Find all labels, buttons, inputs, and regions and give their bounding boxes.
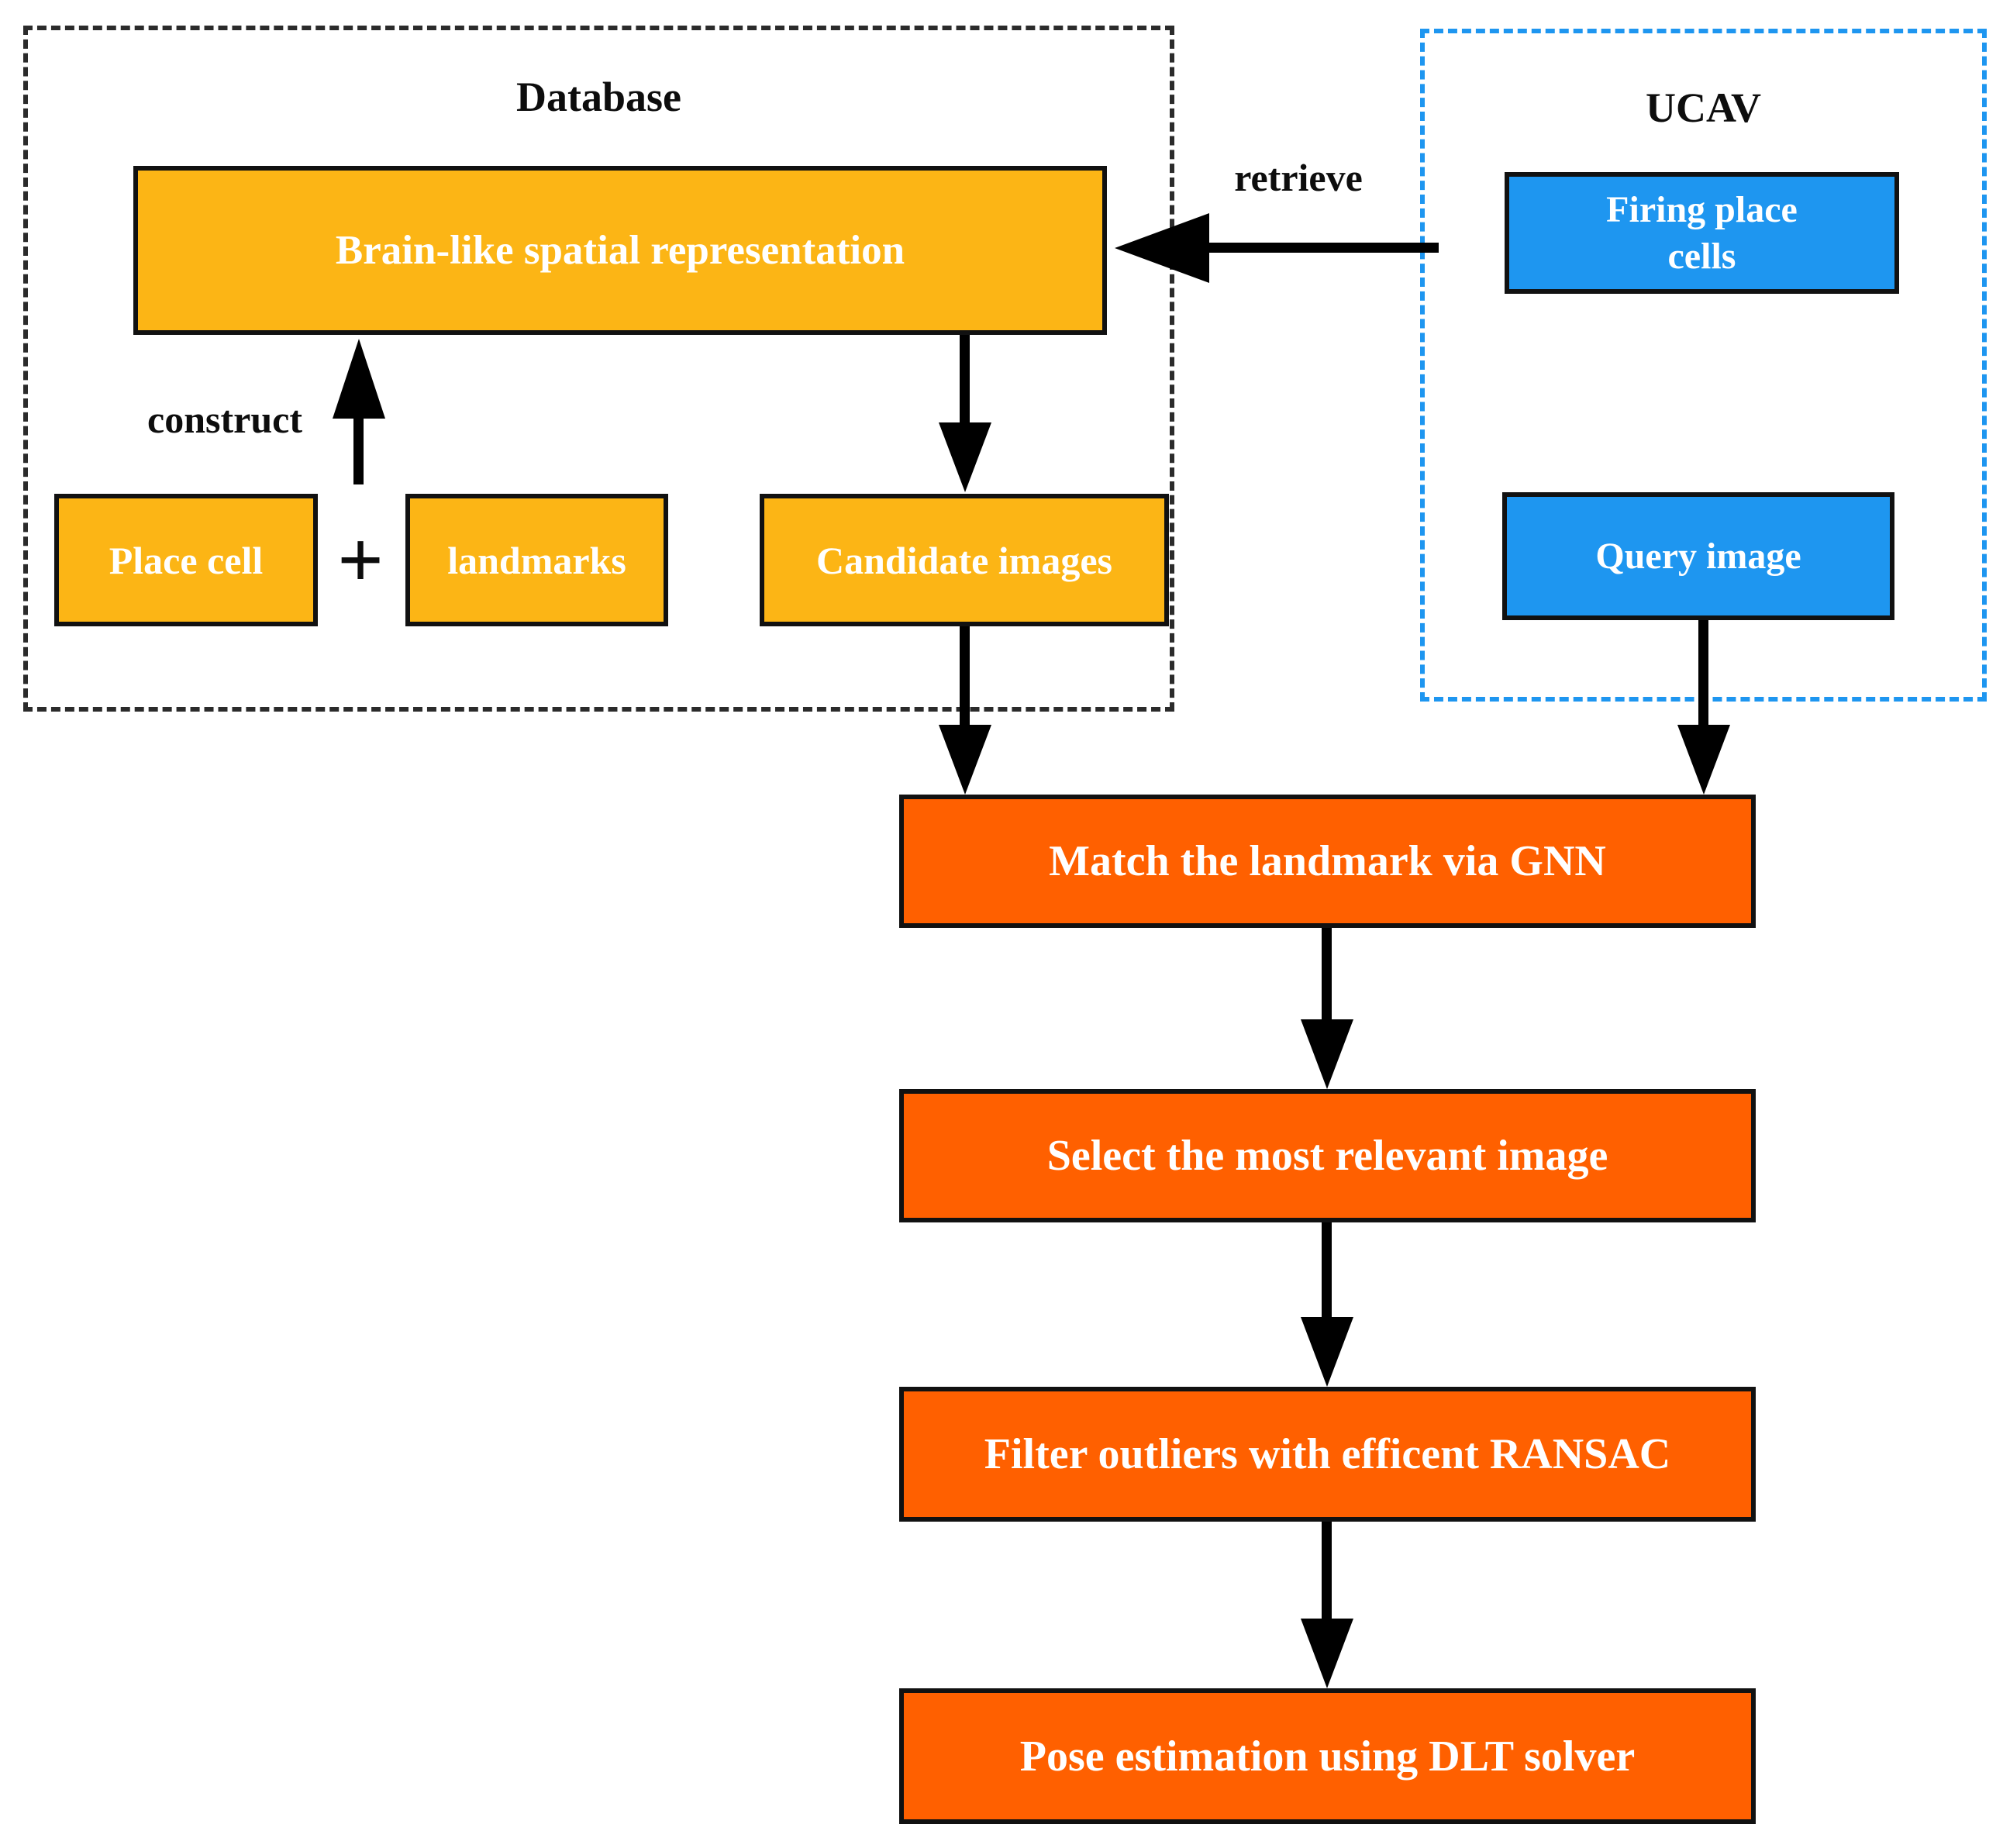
arrow-shaft (960, 335, 970, 422)
arrow-shaft (1322, 928, 1332, 1019)
arrow-head-left-icon (1115, 213, 1209, 283)
node-pose-estimation-dlt: Pose estimation using DLT solver (899, 1688, 1756, 1824)
construct-label: construct (147, 398, 302, 441)
arrow-head-down-icon (939, 725, 991, 795)
node-landmarks: landmarks (405, 494, 668, 626)
plus-sign: + (337, 514, 384, 605)
arrow-head-down-icon (1301, 1317, 1353, 1387)
arrow-shaft (353, 419, 364, 484)
node-candidate-images: Candidate images (760, 494, 1169, 626)
database-group-title: Database (516, 74, 681, 120)
database-group-border: Database (23, 26, 1174, 712)
ucav-group-title: UCAV (1645, 84, 1762, 131)
node-match-landmark-gnn: Match the landmark via GNN (899, 795, 1756, 928)
arrow-shaft (1322, 1522, 1332, 1619)
arrow-head-down-icon (939, 422, 991, 492)
arrow-head-down-icon (1301, 1019, 1353, 1089)
arrow-head-up-icon (333, 339, 385, 419)
arrow-head-down-icon (1301, 1619, 1353, 1688)
node-filter-outliers-ransac: Filter outliers with efficent RANSAC (899, 1387, 1756, 1522)
arrow-shaft (960, 626, 970, 725)
arrow-shaft (1209, 243, 1439, 253)
arrow-shaft (1322, 1222, 1332, 1317)
arrow-head-down-icon (1677, 725, 1730, 795)
node-place-cell: Place cell (54, 494, 318, 626)
node-brain-like-spatial-representation: Brain-like spatial representation (133, 166, 1107, 335)
arrow-shaft (1698, 620, 1708, 725)
node-firing-place-cells: Firing place cells (1505, 172, 1899, 294)
node-query-image: Query image (1502, 492, 1894, 620)
retrieve-label: retrieve (1234, 156, 1363, 199)
node-select-relevant-image: Select the most relevant image (899, 1089, 1756, 1222)
